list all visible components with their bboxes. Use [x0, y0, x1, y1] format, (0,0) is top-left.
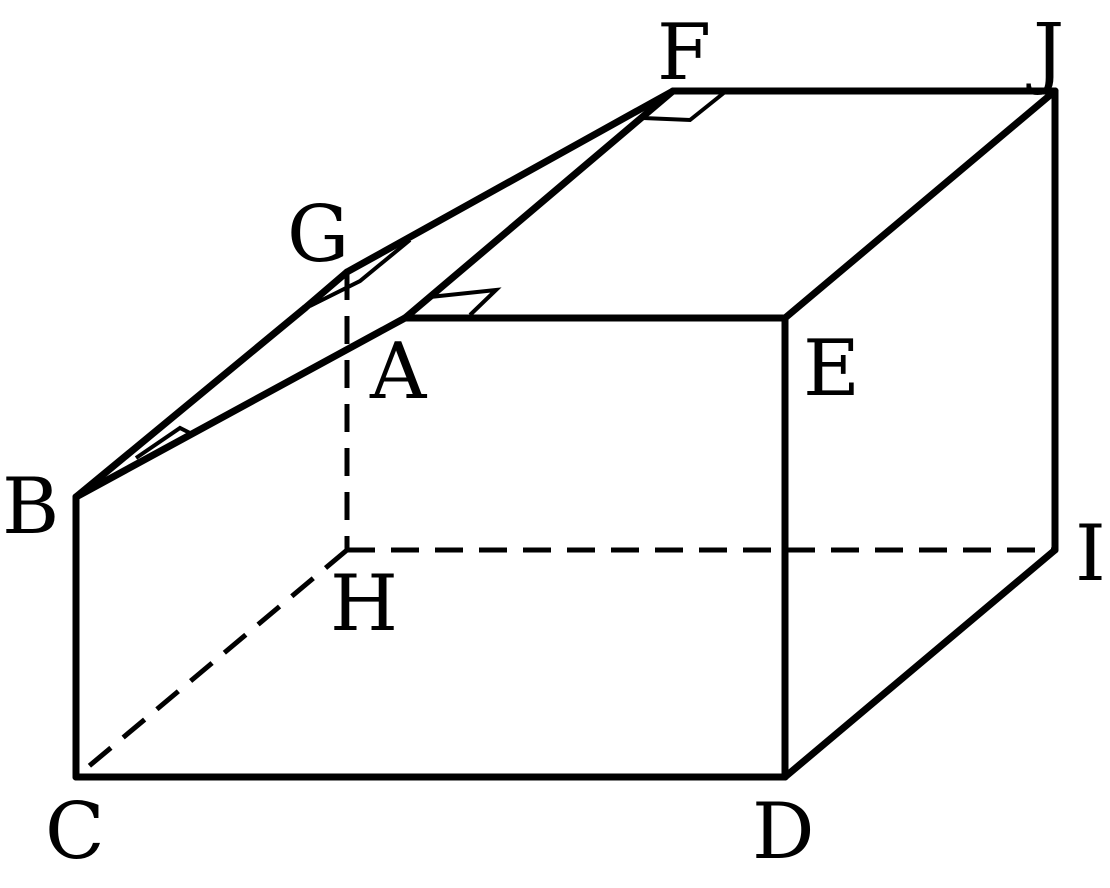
vertex-label-h: H — [330, 559, 398, 649]
vertex-label-b: B — [2, 462, 59, 552]
vertex-label-a: A — [369, 327, 428, 417]
right-angle-mark-a — [429, 287, 502, 317]
edge-d-i — [781, 546, 1059, 781]
edge-b-a — [72, 314, 409, 501]
right-angle-mark-b — [134, 425, 191, 460]
right-angle-mark-f — [642, 90, 727, 123]
edge-e-j — [781, 87, 1059, 322]
vertex-label-g: G — [287, 190, 349, 280]
edge-a-f — [401, 87, 677, 322]
vertex-label-c: C — [45, 787, 105, 877]
edge-b-p — [72, 304, 309, 501]
edge-h-c — [74, 548, 349, 779]
edge-g-f — [343, 87, 677, 276]
vertex-label-e: E — [803, 324, 860, 414]
vertex-label-i: I — [1075, 509, 1106, 599]
edge-p-g — [301, 268, 351, 312]
vertex-label-f: F — [657, 8, 711, 98]
vertex-label-j: J — [1026, 8, 1064, 98]
right-angle-mark-g — [309, 238, 412, 308]
vertex-label-d: D — [752, 787, 815, 877]
